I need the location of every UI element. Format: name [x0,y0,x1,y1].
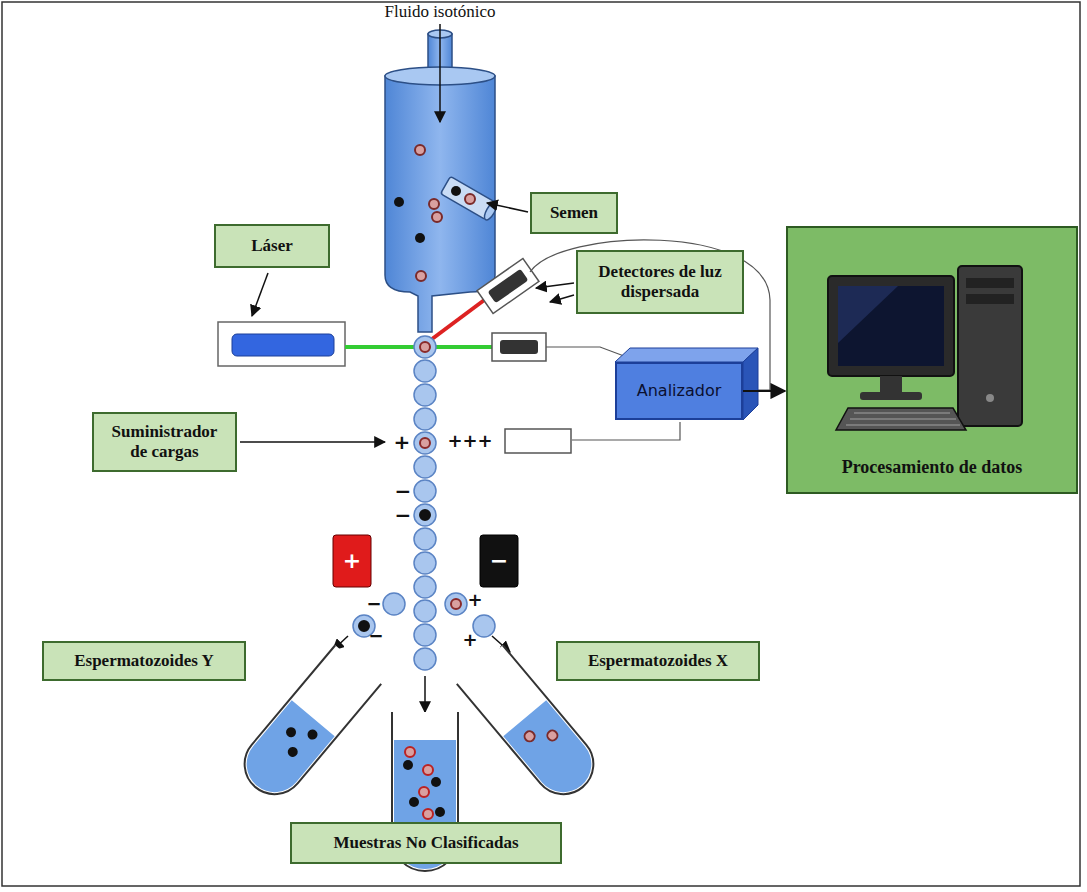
charge-sign: +++ [447,432,492,450]
label-box: Suministrador de cargas [92,412,237,472]
box-text: Analizador [637,382,722,400]
analyzer-box: Analizador [615,362,743,420]
charge-sign: + [394,432,411,452]
box-text: Suministrador de cargas [104,422,225,461]
label-box: Espermatozoides Y [42,641,246,681]
box-text: Espermatozoides Y [74,651,214,671]
box-text: Procesamiento de datos [842,457,1023,478]
charge-sign: − [395,505,412,525]
charge-sign: + [343,550,361,572]
box-text: Espermatozoides X [588,651,728,671]
charge-sign: + [462,631,477,649]
box-text: Láser [251,236,293,256]
charge-sign: − [395,481,412,501]
label-box: Espermatozoides X [556,641,760,681]
charge-sign: − [368,627,383,645]
charge-sign: − [490,550,508,572]
label-box: Láser [214,224,330,268]
box-text: Muestras No Clasificadas [333,833,518,853]
charge-sign: − [366,595,381,613]
label-box: Semen [530,192,618,234]
label-box: Detectores de luz dispersada [576,250,744,314]
charge-sign: + [467,591,482,609]
processing-panel: Procesamiento de datos [786,226,1078,494]
computer-illustration [788,248,1076,448]
label-box: Muestras No Clasificadas [290,822,562,864]
data-arrow [743,390,785,392]
fluid-label: Fluido isotónico [385,3,496,20]
box-text: Detectores de luz dispersada [588,262,732,301]
box-text: Semen [550,203,598,223]
